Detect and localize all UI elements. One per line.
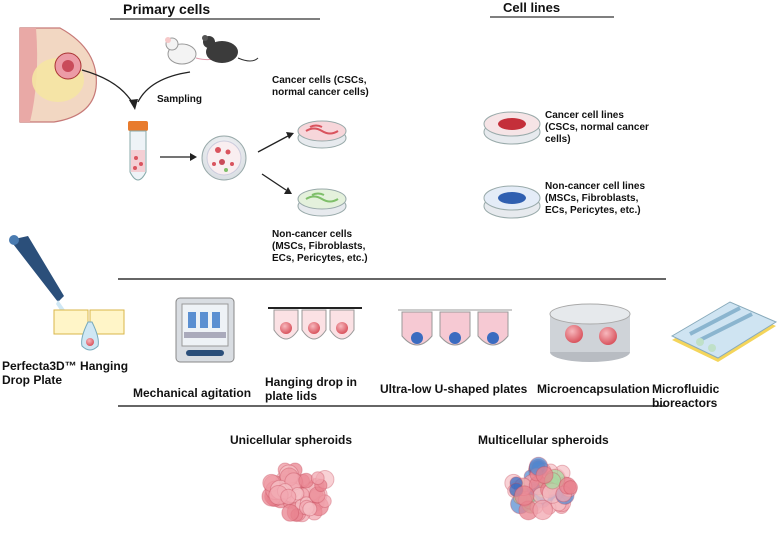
hanging-label-1: Hanging drop in: [265, 375, 357, 389]
cancer-line-label-3: cells): [545, 134, 571, 145]
noncancer-line-label-2: (MSCs, Fibroblasts,: [545, 193, 639, 204]
spheroid-cell: [280, 488, 297, 505]
unicellular-label: Unicellular spheroids: [230, 433, 353, 447]
agitation-label: Mechanical agitation: [133, 386, 252, 400]
mouse-icon: [202, 35, 259, 63]
petri-dish-icon: [297, 188, 347, 217]
microcapsule-icon: [549, 303, 631, 362]
noncancer-line-label-3: ECs, Pericytes, etc.): [545, 205, 641, 216]
u-plate-icon: [398, 309, 512, 346]
spheroid-cell: [532, 499, 553, 521]
spheroid-cell: [281, 503, 300, 522]
perfecta-label-2: Drop Plate: [2, 373, 63, 387]
spheroid-icon: [261, 462, 335, 523]
petri-dish-icon: [483, 185, 541, 219]
microfluidic-label: Microfluidic bioreactors: [652, 382, 720, 410]
microfluidic-chip-icon: [670, 301, 778, 362]
spheroid-cell: [535, 466, 554, 484]
spheroid-cell: [310, 471, 325, 485]
ultralow-label: Ultra-low U-shaped plates: [380, 382, 528, 396]
spheroid-icon: [504, 456, 578, 521]
perfecta-label-1: Perfecta3D™ Hanging: [2, 359, 129, 373]
microencap-label: Microencapsulation: [537, 382, 650, 396]
spheroid-cell: [563, 480, 578, 495]
petri-dish-icon: [297, 120, 347, 149]
cancer-line-label-1: Cancer cell lines: [545, 110, 624, 121]
spheroid-cell: [298, 472, 314, 489]
mouse-icon: [165, 37, 221, 65]
spheroid-cell: [514, 485, 535, 506]
hanging-label-2: plate lids: [265, 389, 318, 403]
noncancer-label-1: Non-cancer cells: [272, 229, 353, 240]
cancer-cells-label-2: normal cancer cells): [272, 87, 369, 98]
cancer-line-label-2: (CSCs, normal cancer: [545, 122, 649, 133]
multicellular-label: Multicellular spheroids: [478, 433, 609, 447]
noncancer-line-label-1: Non-cancer cell lines: [545, 181, 646, 192]
primary-cells-title: Primary cells: [123, 1, 211, 17]
hanging-drop-lid-icon: [268, 307, 362, 340]
petri-dish-icon: [201, 135, 247, 181]
breast-tissue-icon: [19, 27, 97, 123]
sampling-label: Sampling: [157, 94, 203, 105]
noncancer-label-3: ECs, Pericytes, etc.): [272, 253, 368, 264]
tube-icon: [128, 121, 148, 181]
cancer-cells-label-1: Cancer cells (CSCs,: [272, 75, 367, 86]
petri-dish-icon: [483, 111, 541, 145]
pipette-icon: [9, 235, 72, 322]
spheroid-cell: [302, 501, 318, 517]
noncancer-label-2: (MSCs, Fibroblasts,: [272, 241, 366, 252]
cell-lines-title: Cell lines: [503, 0, 561, 15]
hanging-drop-plate-icon: [53, 309, 125, 351]
incubator-icon: [175, 297, 235, 363]
